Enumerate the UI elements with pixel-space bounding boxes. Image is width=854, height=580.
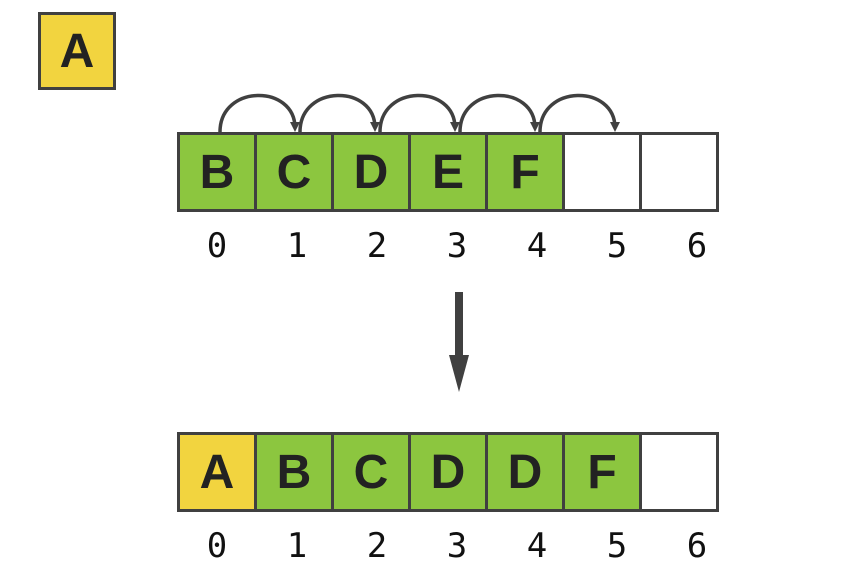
shift-arrow-0 [218,93,300,133]
after-cell-1: B [257,435,334,509]
after-index-4: 4 [526,526,548,566]
before-index-0: 0 [206,226,228,266]
after-index-0: 0 [206,526,228,566]
after-index-3: 3 [446,526,468,566]
after-cell-0: A [180,435,257,509]
after-cell-6 [642,435,719,509]
before-index-5: 5 [606,226,628,266]
down-arrow [449,292,469,392]
after-cell-3: D [411,435,488,509]
before-cell-3: E [411,135,488,209]
before-index-6: 6 [686,226,708,266]
before-index-1: 1 [286,226,308,266]
new-element-label: A [59,24,95,78]
after-cell-4: D [488,435,565,509]
after-index-5: 5 [606,526,628,566]
before-index-3: 3 [446,226,468,266]
before-cell-6 [642,135,719,209]
before-cell-5 [565,135,642,209]
after-index-2: 2 [366,526,388,566]
after-index-1: 1 [286,526,308,566]
after-index-6: 6 [686,526,708,566]
before-index-4: 4 [526,226,548,266]
before-cell-4: F [488,135,565,209]
indices-before: 0 1 2 3 4 5 6 [177,226,740,266]
after-cell-5: F [565,435,642,509]
shift-arrow-3 [458,93,540,133]
before-index-2: 2 [366,226,388,266]
before-cell-2: D [334,135,411,209]
after-cell-2: C [334,435,411,509]
before-cell-1: C [257,135,334,209]
shift-arrow-2 [378,93,460,133]
new-element-box: A [38,12,116,90]
shift-arrow-1 [298,93,380,133]
shift-arrow-4 [538,93,620,133]
before-cell-0: B [180,135,257,209]
indices-after: 0 1 2 3 4 5 6 [177,526,740,566]
